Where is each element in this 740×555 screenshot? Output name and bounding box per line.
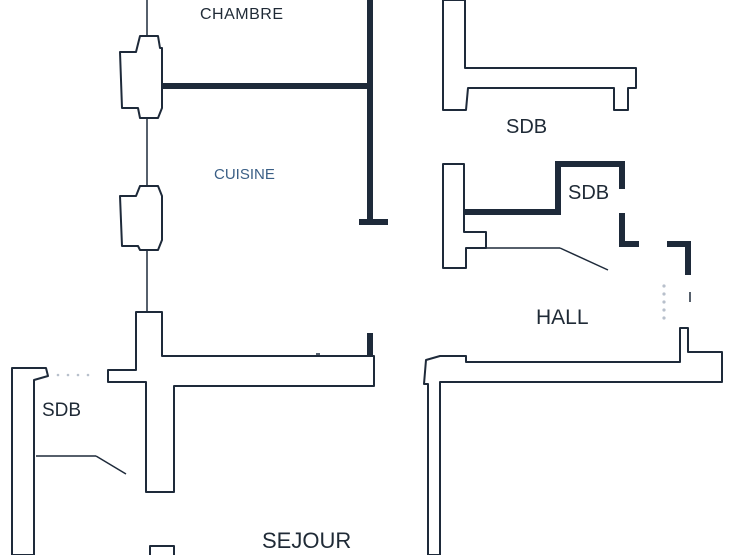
room-label-hall: HALL	[536, 306, 589, 329]
room-label-sdb-left: SDB	[42, 400, 82, 421]
door-swing-sdb	[559, 247, 609, 271]
sdb-small-walls	[465, 161, 625, 215]
sejour-bottom-stub	[149, 545, 175, 555]
sdb-left-dots	[56, 373, 90, 377]
hall-entry-dots	[662, 284, 666, 320]
sdb-left-door-swing	[95, 455, 127, 475]
room-label-cuisine: CUISINE	[214, 166, 275, 183]
room-label-sdb-small: SDB	[568, 182, 610, 204]
window-bay-middle	[119, 185, 163, 251]
room-label-chambre: CHAMBRE	[200, 6, 284, 23]
window-bay-top	[119, 35, 163, 119]
central-wall-column	[442, 163, 487, 269]
hall-lower-wall	[423, 327, 723, 555]
cuisine-lower-wall	[107, 311, 375, 493]
sdb-left-walls	[11, 367, 49, 555]
sdb-upper-walls	[442, 0, 637, 111]
room-label-sdb-upper: SDB	[506, 116, 548, 138]
room-label-sejour: SEJOUR	[262, 528, 352, 553]
hall-right-stub	[667, 241, 691, 275]
